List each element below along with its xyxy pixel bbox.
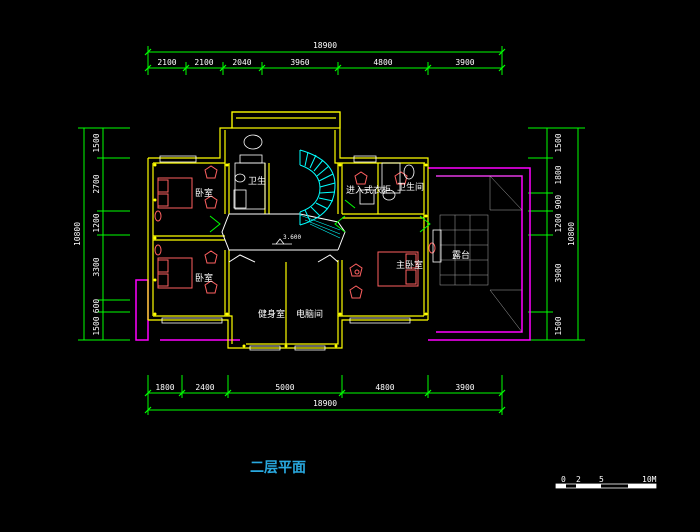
scale-label-2: 2	[576, 475, 581, 484]
room-label-bathroom-2: 卫生间	[397, 181, 424, 193]
right-segment-1: 1500	[554, 133, 563, 152]
top-segment-6: 3900	[455, 58, 474, 67]
right-total-dimension: 10800	[567, 222, 576, 246]
bottom-segment-4: 4800	[375, 383, 394, 392]
window-markers	[159, 155, 411, 351]
right-segment-3: 900	[554, 195, 563, 210]
room-label-master-bedroom: 主卧室	[396, 259, 423, 271]
room-label-bedroom-1: 卧室	[195, 187, 213, 199]
spiral-stair	[299, 149, 336, 226]
dimension-lines	[78, 46, 585, 415]
right-segment-6: 1500	[554, 316, 563, 335]
scale-label-5: 5	[599, 475, 604, 484]
right-segment-4: 1200	[554, 213, 563, 232]
bottom-segment-1: 1800	[155, 383, 174, 392]
bottom-segment-2: 2400	[195, 383, 214, 392]
scale-bar	[555, 483, 657, 489]
room-label-computer-room: 电脑间	[296, 308, 323, 320]
door-swings	[209, 199, 431, 233]
left-segment-5: 600	[92, 299, 101, 314]
level-mark-label: 3.600	[283, 234, 301, 241]
left-segment-4: 3300	[92, 257, 101, 276]
room-label-gym: 健身室	[258, 308, 285, 320]
furniture	[154, 165, 436, 299]
left-segment-6: 1500	[92, 316, 101, 335]
left-segment-2: 2700	[92, 174, 101, 193]
drawing-title: 二层平面	[250, 460, 306, 476]
room-label-walk-in-closet: 进入式衣柜	[346, 184, 391, 196]
wall-column-dots	[153, 163, 428, 348]
room-label-bathroom-1: 卫生	[248, 175, 266, 187]
bathroom-fixtures	[233, 134, 442, 263]
bed-1-icon	[157, 177, 193, 209]
left-total-dimension: 10800	[73, 222, 82, 246]
bottom-segment-3: 5000	[275, 383, 294, 392]
chair-icon	[204, 165, 218, 179]
level-mark	[272, 238, 292, 245]
top-segment-4: 3960	[290, 58, 309, 67]
exterior-walls	[147, 111, 429, 349]
stair-hatching	[299, 214, 341, 239]
dimension-ticks	[144, 48, 506, 414]
toilet-icon	[403, 164, 415, 180]
bottom-total-dimension: 18900	[313, 399, 337, 408]
terrace-hatching	[436, 175, 523, 333]
top-segment-5: 4800	[373, 58, 392, 67]
top-segment-2: 2100	[194, 58, 213, 67]
scale-label-10m: 10M	[642, 475, 657, 484]
scale-label-0: 0	[561, 475, 566, 484]
right-segment-5: 3900	[554, 263, 563, 282]
sink-icon	[243, 134, 263, 150]
bottom-segment-5: 3900	[455, 383, 474, 392]
left-segment-3: 1200	[92, 213, 101, 232]
room-label-terrace: 露台	[452, 249, 470, 261]
bed-2-icon	[157, 257, 193, 289]
master-bed-icon	[377, 251, 419, 287]
top-total-dimension: 18900	[313, 41, 337, 50]
left-segment-1: 1500	[92, 133, 101, 152]
top-segment-1: 2100	[157, 58, 176, 67]
room-label-bedroom-2: 卧室	[195, 272, 213, 284]
top-segment-3: 2040	[232, 58, 251, 67]
right-segment-2: 1800	[554, 165, 563, 184]
